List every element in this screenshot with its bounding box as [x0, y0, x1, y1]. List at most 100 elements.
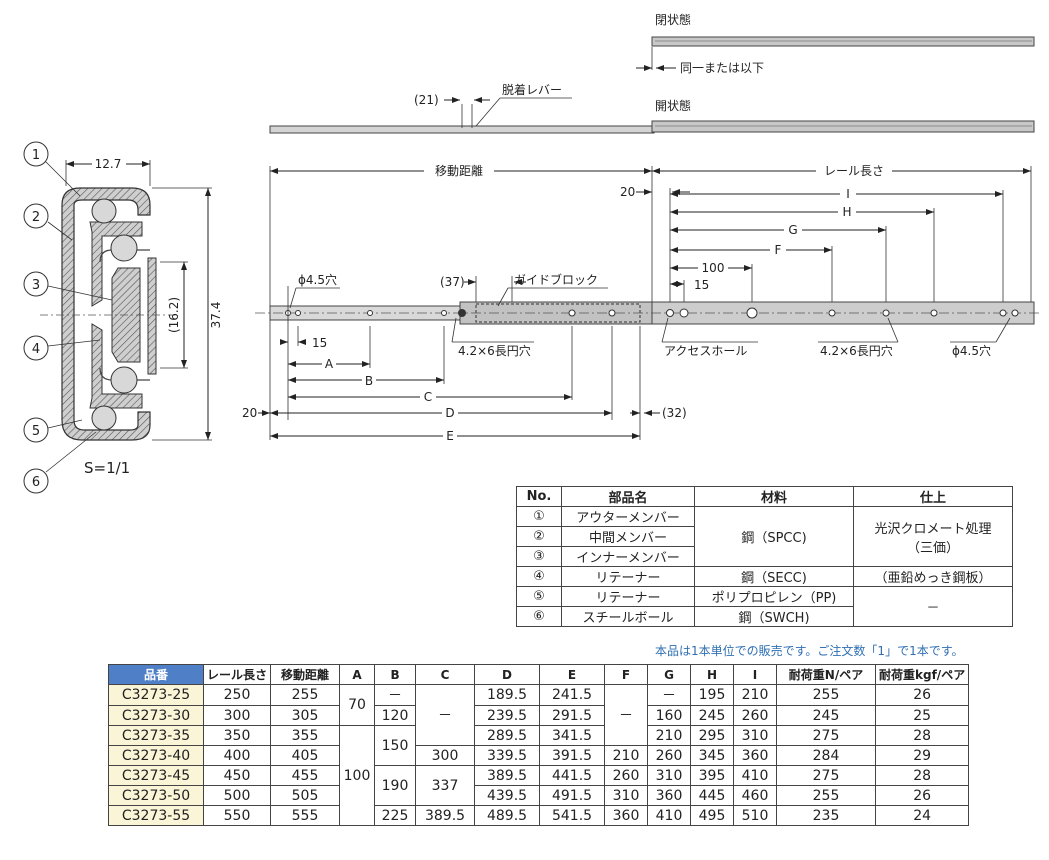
cell-load-kgf: 26 — [875, 785, 970, 806]
ball-top — [91, 198, 117, 224]
open-state-label: 開状態 — [655, 98, 691, 113]
spec-header-load-kgf: 耐荷重kgf/ペア — [875, 664, 970, 685]
callout-2: 2 — [23, 203, 49, 229]
cell-i: 310 — [733, 725, 778, 746]
cell-rail-length: 250 — [202, 684, 272, 706]
spec-header-f: F — [604, 664, 649, 685]
cell-rail-length: 350 — [202, 725, 272, 746]
dim-20-left: 20 — [242, 406, 257, 420]
cell-load-n: 235 — [776, 805, 877, 826]
finish-line-2: （三価） — [906, 540, 959, 556]
table-row: C3273-40 400 405 300 339.5 391.5 210 260… — [108, 745, 970, 766]
hole-4-5-label-right: ϕ4.5穴 — [952, 343, 991, 358]
ball-bottom — [91, 405, 117, 431]
travel-label: 移動距離 — [435, 164, 483, 178]
spec-header-row: 品番 レール長さ 移動距離 A B C D E F G H I 耐荷重N/ペア … — [108, 664, 970, 685]
spec-header-code: 品番 — [108, 664, 204, 685]
cell-travel: 455 — [270, 765, 341, 786]
parts-header-finish: 仕上 — [853, 486, 1013, 507]
part-no: ⑥ — [516, 606, 562, 627]
cell-code: C3273-25 — [108, 684, 204, 706]
open-rail-body — [651, 120, 1035, 133]
part-finish: （亜鉛めっき鋼板） — [853, 566, 1013, 587]
rail-length-label: レール長さ — [824, 164, 884, 178]
sales-note: 本品は1本単位での販売です。ご注文数「1」で1本です。 — [655, 644, 964, 658]
dim-G: G — [788, 223, 797, 237]
access-hole-label: アクセスホール — [664, 344, 747, 358]
cell-code: C3273-35 — [108, 725, 204, 746]
table-row: C3273-35 350 355 100 150 289.5 341.5 210… — [108, 725, 970, 826]
spec-header-b: B — [374, 664, 417, 685]
slot-label-right: 4.2×6長円穴 — [820, 343, 893, 358]
table-row: ⑥ スチールボール 鋼（SWCH) — [516, 606, 1013, 627]
table-row: ① アウターメンバー 鋼（SPCC) 光沢クロメート処理 （三価） — [516, 506, 1013, 567]
cell-h: 495 — [690, 805, 735, 826]
cell-b: 150 — [374, 725, 417, 766]
part-name: リテーナー — [561, 566, 695, 587]
cell-d: 339.5 — [474, 745, 541, 766]
spec-header-a: A — [339, 664, 376, 685]
part-no: ① — [516, 506, 562, 527]
cell-rail-length: 500 — [202, 785, 272, 806]
cell-code: C3273-55 — [108, 805, 204, 826]
part-material: 鋼（SWCH) — [694, 606, 854, 627]
table-row: ⑤ リテーナー ポリプロピレン（PP) － — [516, 586, 1013, 627]
same-or-less-label: 同一または以下 — [680, 61, 764, 75]
cell-b: 120 — [374, 705, 417, 726]
part-name: 中間メンバー — [561, 526, 695, 547]
part-no: ③ — [516, 546, 562, 567]
part-name: スチールボール — [561, 606, 695, 627]
parts-header-name: 部品名 — [561, 486, 695, 507]
cell-g: 410 — [647, 805, 692, 826]
part-name: インナーメンバー — [561, 546, 695, 567]
closed-rail — [651, 36, 1035, 47]
svg-text:2: 2 — [32, 210, 40, 225]
cell-i: 410 — [733, 765, 778, 786]
table-row: ④ リテーナー 鋼（SECC) （亜鉛めっき鋼板） — [516, 566, 1013, 587]
outer-member-section — [61, 187, 151, 441]
slot-label-left: 4.2×6長円穴 — [458, 343, 531, 358]
cell-rail-length: 400 — [202, 745, 272, 766]
cell-g: 260 — [647, 745, 692, 766]
cell-e: 291.5 — [539, 705, 606, 726]
callout-3: 3 — [23, 271, 49, 297]
part-material: 鋼（SPCC) — [694, 506, 854, 567]
parts-table: No. 部品名 材料 仕上 ① アウターメンバー 鋼（SPCC) 光沢クロメート… — [516, 486, 1013, 627]
svg-text:3: 3 — [32, 278, 40, 293]
dim-15-left: 15 — [312, 336, 327, 350]
dim-37: (37) — [440, 275, 465, 289]
cell-code: C3273-45 — [108, 765, 204, 786]
cell-load-kgf: 29 — [875, 745, 970, 766]
cell-travel: 405 — [270, 745, 341, 766]
cell-load-kgf: 24 — [875, 805, 970, 826]
cell-travel: 555 — [270, 805, 341, 826]
table-row: C3273-50 500 505 439.5 491.5 310 360 445… — [108, 785, 970, 806]
cross-section: 12.7 37.4 (16.2) — [40, 156, 223, 473]
cell-e: 441.5 — [539, 765, 606, 786]
svg-text:5: 5 — [32, 424, 40, 439]
dim-21: (21) — [414, 93, 439, 107]
cell-i: 360 — [733, 745, 778, 766]
cell-g: 210 — [647, 725, 692, 746]
cell-code: C3273-50 — [108, 785, 204, 806]
cell-c: － — [415, 684, 476, 746]
cell-h: 395 — [690, 765, 735, 786]
access-hole — [458, 309, 466, 317]
cell-load-n: 275 — [776, 765, 877, 786]
hole-4-5-label-left: ϕ4.5穴 — [298, 272, 337, 287]
callout-6: 6 — [23, 468, 49, 494]
cell-c: 337 — [415, 765, 476, 806]
cell-load-kgf: 25 — [875, 705, 970, 726]
dim-32: (32) — [662, 406, 687, 420]
spec-header-h: H — [690, 664, 735, 685]
middle-member-web — [147, 257, 157, 375]
cell-e: 391.5 — [539, 745, 606, 766]
cell-code: C3273-30 — [108, 705, 204, 726]
cell-c: 300 — [415, 745, 476, 766]
callout-5: 5 — [23, 417, 49, 443]
spec-header-travel: 移動距離 — [270, 664, 341, 685]
dim-C: C — [424, 390, 432, 404]
spec-header-c: C — [415, 664, 476, 685]
dim-37-4: 37.4 — [209, 302, 223, 329]
cell-d: 289.5 — [474, 725, 541, 746]
